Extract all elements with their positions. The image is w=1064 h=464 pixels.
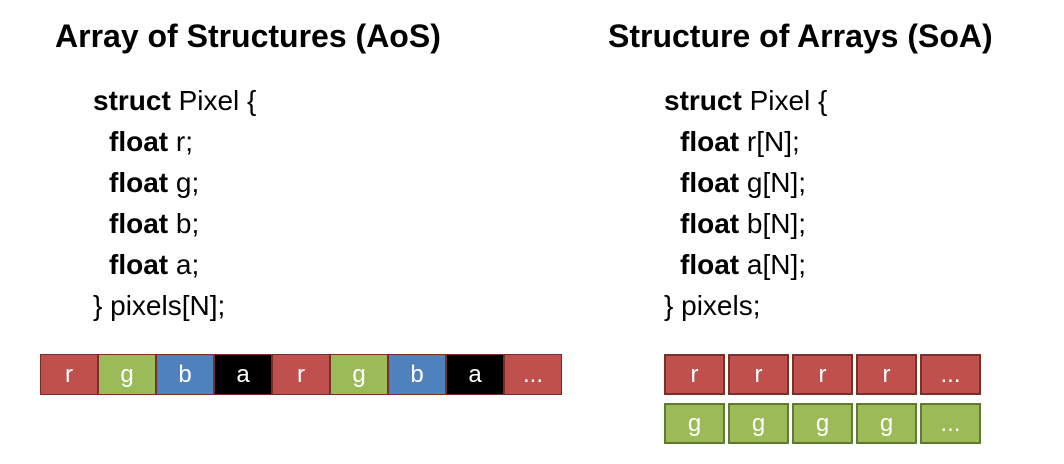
code-text: a; (168, 249, 200, 280)
soa-code-block: struct Pixel {float r[N];float g[N];floa… (664, 80, 827, 326)
code-keyword: float (680, 126, 740, 157)
code-line: } pixels; (664, 285, 827, 326)
code-keyword: float (109, 208, 169, 239)
memory-cell: g (728, 403, 789, 444)
memory-cell: r (272, 354, 330, 395)
code-text: b[N]; (739, 208, 807, 239)
code-line: float r; (93, 121, 256, 162)
code-keyword: float (109, 126, 169, 157)
code-text: g; (168, 167, 200, 198)
code-line: struct Pixel { (664, 80, 827, 121)
memory-cell: r (856, 354, 917, 395)
memory-cell: ... (504, 354, 562, 395)
code-line: } pixels[N]; (93, 285, 256, 326)
code-text: Pixel { (741, 85, 828, 116)
code-line: float g; (93, 162, 256, 203)
memory-cell: g (792, 403, 853, 444)
memory-cell: g (98, 354, 156, 395)
code-line: float r[N]; (664, 121, 827, 162)
code-keyword: struct (93, 85, 171, 116)
memory-cell: a (214, 354, 272, 395)
memory-cell: b (388, 354, 446, 395)
code-text: } pixels; (664, 290, 761, 321)
memory-cell: r (664, 354, 725, 395)
code-line: float a; (93, 244, 256, 285)
code-line: struct Pixel { (93, 80, 256, 121)
code-text: Pixel { (170, 85, 257, 116)
memory-cell: g (856, 403, 917, 444)
memory-cell: r (792, 354, 853, 395)
code-text: r[N]; (739, 126, 800, 157)
code-text: a[N]; (739, 249, 807, 280)
memory-cell: g (330, 354, 388, 395)
code-keyword: struct (664, 85, 742, 116)
memory-cell: ... (920, 354, 981, 395)
aos-code-block: struct Pixel {float r;float g;float b;fl… (93, 80, 256, 326)
code-keyword: float (680, 208, 740, 239)
memory-cell: b (156, 354, 214, 395)
aos-title: Array of Structures (AoS) (55, 18, 441, 54)
code-text: } pixels[N]; (93, 290, 226, 321)
code-line: float b[N]; (664, 203, 827, 244)
memory-cell: a (446, 354, 504, 395)
code-line: float b; (93, 203, 256, 244)
memory-cell: g (664, 403, 725, 444)
soa-title: Structure of Arrays (SoA) (608, 18, 993, 54)
memory-cell: ... (920, 403, 981, 444)
code-text: g[N]; (739, 167, 807, 198)
code-keyword: float (680, 167, 740, 198)
code-keyword: float (109, 167, 169, 198)
code-keyword: float (109, 249, 169, 280)
code-keyword: float (680, 249, 740, 280)
code-text: r; (168, 126, 193, 157)
code-line: float g[N]; (664, 162, 827, 203)
code-line: float a[N]; (664, 244, 827, 285)
memory-cell: r (40, 354, 98, 395)
code-text: b; (168, 208, 200, 239)
memory-cell: r (728, 354, 789, 395)
